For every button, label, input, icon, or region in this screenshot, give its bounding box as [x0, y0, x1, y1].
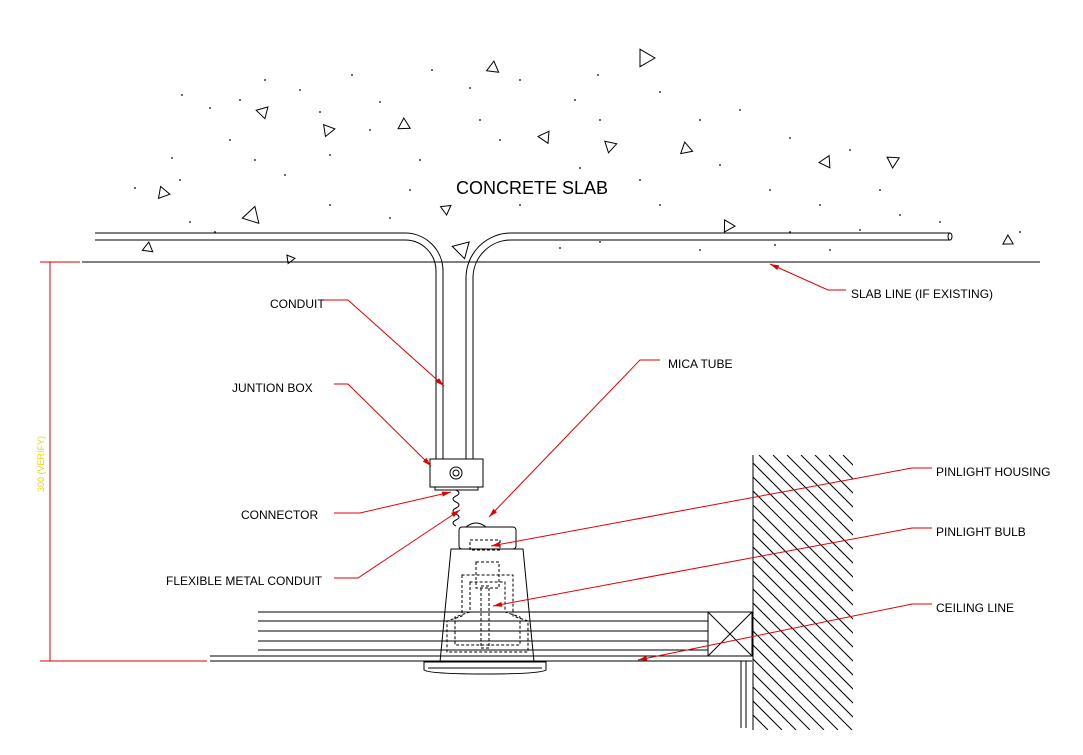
junction-box — [429, 458, 484, 491]
flexible-metal-conduit — [452, 489, 460, 527]
label-flexible-metal-conduit: FLEXIBLE METAL CONDUIT — [166, 574, 323, 588]
label-pinlight-housing: PINLIGHT HOUSING — [936, 465, 1050, 479]
label-connector: CONNECTOR — [241, 508, 318, 522]
ceiling-boards — [210, 611, 752, 662]
concrete-aggregate — [134, 48, 1021, 265]
hatched-wall — [752, 455, 853, 730]
pinlight-fixture — [423, 522, 547, 675]
label-conduit: CONDUIT — [270, 297, 325, 311]
label-ceiling-line: CEILING LINE — [936, 601, 1014, 615]
label-pinlight-bulb: PINLIGHT BULB — [936, 525, 1026, 539]
slab-title: CONCRETE SLAB — [456, 178, 608, 198]
conduit-runs — [95, 232, 953, 459]
leader-lines — [322, 263, 932, 661]
label-slab-line: SLAB LINE (IF EXISTING) — [851, 287, 993, 301]
height-dimension: 300 (VERIFY) — [36, 261, 207, 662]
wall-stud — [740, 661, 747, 728]
leader-arrowheads — [422, 264, 780, 661]
label-junction-box: JUNTION BOX — [232, 381, 313, 395]
ceiling-blocking — [707, 611, 753, 657]
label-mica-tube: MICA TUBE — [668, 357, 732, 371]
dimension-text: 300 (VERIFY) — [36, 436, 46, 492]
